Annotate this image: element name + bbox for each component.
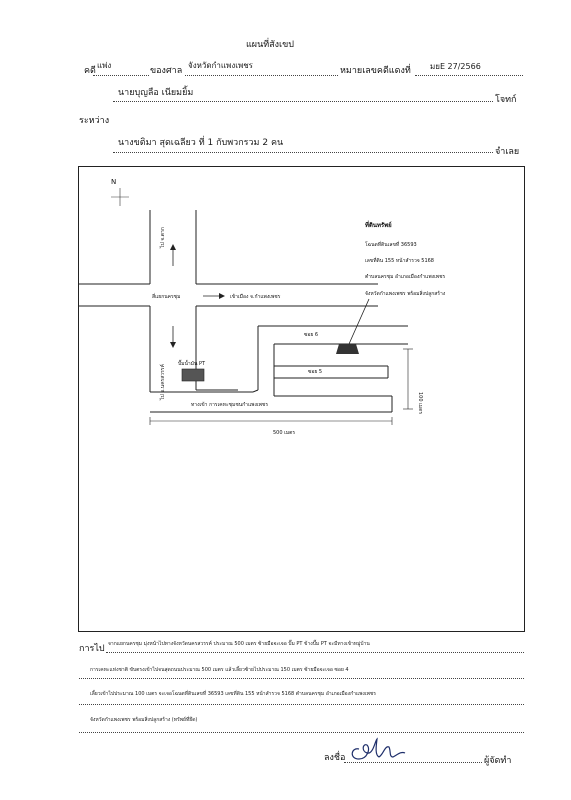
property-title: ที่ดินทรัพย์ bbox=[365, 220, 392, 229]
gas-station-label: ปั๊มน้ำมัน PT bbox=[178, 358, 206, 367]
court-label: ของศาล bbox=[150, 66, 183, 76]
main-road bbox=[78, 210, 408, 413]
map-diagram: N bbox=[78, 178, 446, 436]
directions-line: จากแยกนครชุม มุ่งหน้าไปทางจังหวัดนครสวรร… bbox=[108, 641, 370, 647]
to-city-label: เข้าเมือง จ.กำแพงเพชร bbox=[230, 293, 281, 300]
plaintiff-name: นายบุญลือ เนียมยิ้ม bbox=[118, 88, 194, 98]
distance-500-label: 500 เมตร bbox=[273, 430, 295, 436]
directions-label: การไป bbox=[79, 644, 105, 654]
directions-line: การเคหะแห่งชาติ ขับตรงเข้าไปจนสุดถนนประม… bbox=[90, 667, 349, 673]
property-marker bbox=[336, 344, 359, 354]
case-type: แพ่ง bbox=[97, 61, 112, 70]
case-label: คดี bbox=[84, 66, 96, 76]
between-label: ระหว่าง bbox=[79, 116, 110, 126]
map-frame: N bbox=[78, 166, 525, 632]
property-line: เลขที่ดิน 155 หน้าสำรวจ 5168 bbox=[365, 257, 434, 264]
defendant-name: นางขติมา สุดเฉลียว ที่ 1 กับพวกรวม 2 คน bbox=[118, 138, 284, 148]
road-north-label: ไป จ.ตาก bbox=[159, 227, 166, 249]
property-line: โฉนดที่ดินเลขที่ 36593 bbox=[365, 241, 417, 248]
road-south-label: ไป จ.นครสวรรค์ bbox=[159, 364, 166, 401]
north-label: N bbox=[111, 178, 116, 186]
defendant-role: จำเลย bbox=[495, 147, 520, 157]
case-no-label: หมายเลขคดีแดงที่ bbox=[340, 66, 411, 76]
soi-6-label: ซอย 6 bbox=[304, 332, 318, 338]
signature-label: ลงชื่อ bbox=[324, 753, 346, 763]
gas-station-marker bbox=[181, 368, 205, 382]
directions-line: เลี้ยวเข้าไปประมาณ 100 เมตร จะเจอโฉนดที่… bbox=[90, 691, 376, 697]
property-line: ตำบลนครชุม อำเภอเมืองกำแพงเพชร bbox=[365, 273, 445, 280]
intersection-label: สี่แยกนครชุม bbox=[152, 293, 180, 300]
signature-mark bbox=[351, 737, 406, 760]
court-name: จังหวัดกำแพงเพชร bbox=[188, 61, 253, 70]
plaintiff-role: โจทก์ bbox=[495, 95, 517, 105]
case-number: มยE 27/2566 bbox=[430, 62, 481, 71]
distance-100-label: 100 เมตร bbox=[417, 392, 423, 414]
page-title: แผนที่สังเขป bbox=[246, 40, 294, 50]
directions-line: จังหวัดกำแพงเพชร พร้อมสิ่งปลูกสร้าง (ทรั… bbox=[90, 717, 198, 723]
entrance-road-label: ทางเข้า การเคหะชุมชนกำแพงเพชร bbox=[191, 401, 268, 408]
property-line: จังหวัดกำแพงเพชร พร้อมสิ่งปลูกสร้าง bbox=[365, 290, 446, 297]
signature-role: ผู้จัดทำ bbox=[484, 756, 512, 766]
soi-5-label: ซอย 5 bbox=[308, 369, 322, 375]
